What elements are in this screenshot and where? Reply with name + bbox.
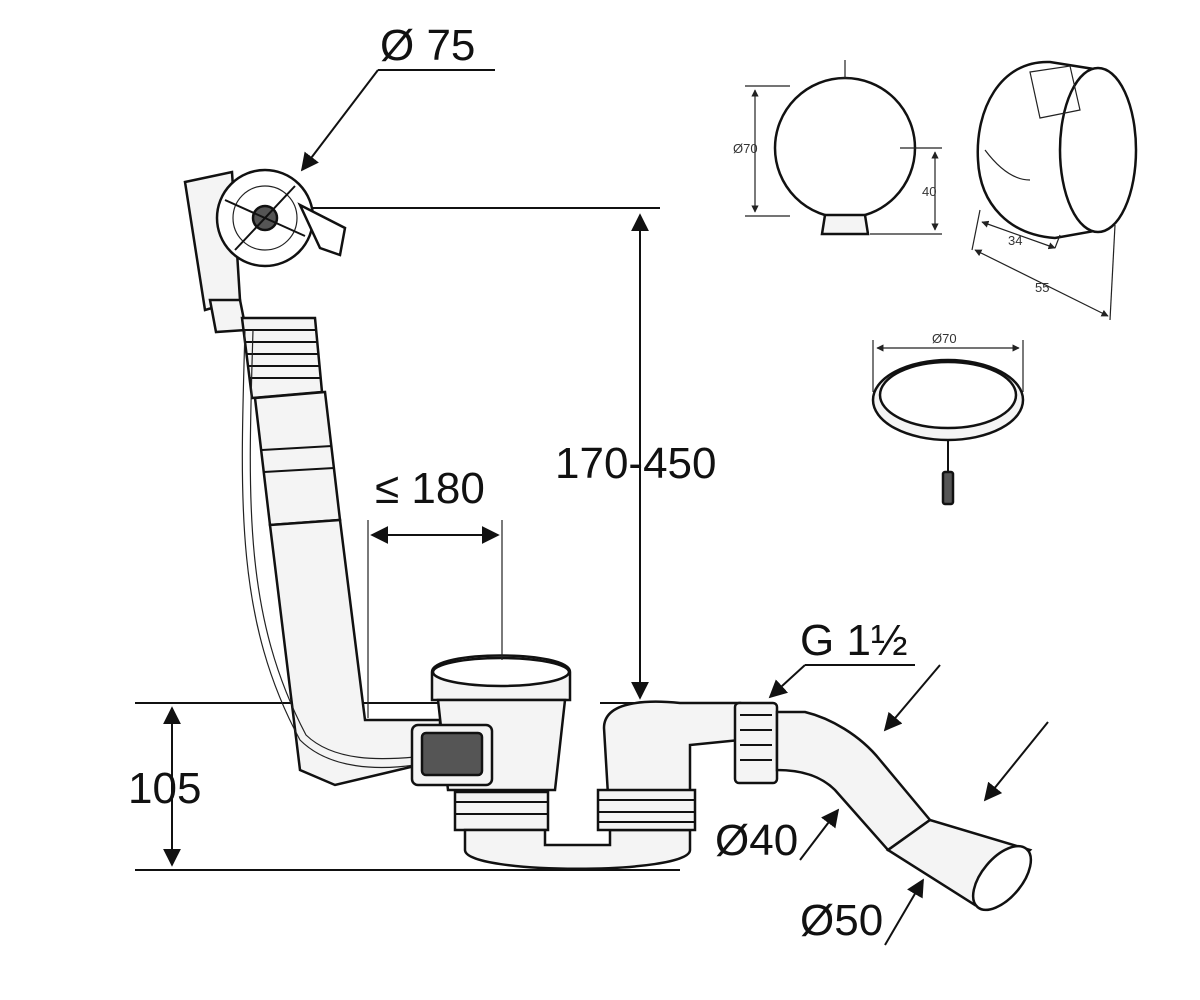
label-pipe-d40: Ø40	[715, 816, 798, 865]
label-pipe-d50: Ø50	[800, 896, 883, 945]
dim-height-range: 170-450	[555, 213, 716, 700]
dim-pipe-d50: Ø50	[800, 721, 1049, 946]
riser-elbow	[596, 700, 742, 832]
label-plug-diameter: Ø70	[932, 331, 957, 346]
corrugated-hose	[240, 316, 342, 527]
detail-plug: Ø70	[871, 331, 1025, 506]
label-cap-diameter: Ø70	[733, 141, 758, 156]
dim-overflow-diameter: Ø 75	[300, 21, 495, 172]
reference-lines	[135, 207, 745, 871]
label-height-base: 105	[128, 764, 201, 813]
dim-height-base: 105	[128, 706, 201, 867]
u-trap	[463, 828, 692, 870]
label-height-range: 170-450	[555, 439, 716, 488]
outlet-assembly	[733, 701, 1033, 912]
detail-cap-front: Ø70 40	[733, 60, 942, 236]
overflow-head	[183, 168, 347, 334]
label-thread: G 1½	[800, 616, 908, 665]
label-cap-height: 40	[922, 184, 936, 199]
dim-thread: G 1½	[768, 616, 915, 699]
waste-valve	[410, 654, 572, 832]
label-cap-depth: 34	[1008, 233, 1022, 248]
dim-pipe-d40: Ø40	[715, 664, 941, 865]
detail-cap-side: 34 55	[971, 60, 1138, 321]
label-overflow-diameter: Ø 75	[380, 21, 475, 70]
label-cap-total: 55	[1035, 280, 1049, 295]
label-distance-max: ≤ 180	[375, 464, 485, 513]
dim-distance-max: ≤ 180	[367, 464, 503, 718]
